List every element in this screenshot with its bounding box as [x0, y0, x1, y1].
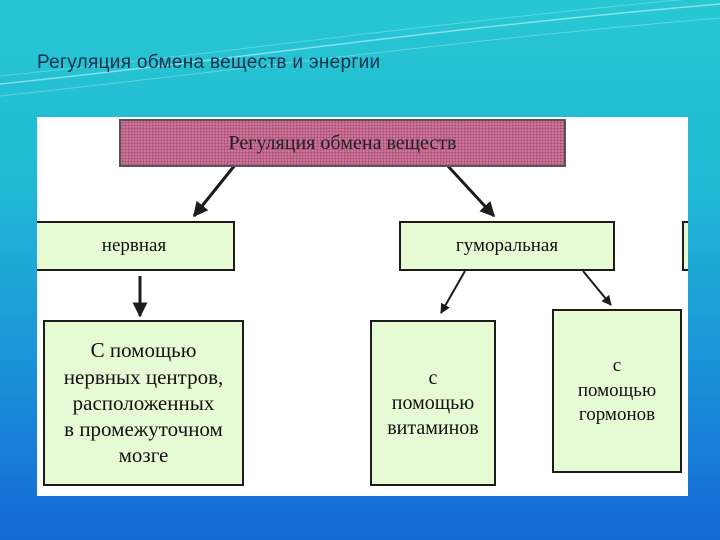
arrow-humoral-to-vitamins: [440, 270, 466, 314]
nervous-centers-box: С помощью нервных центров, расположенных…: [43, 320, 244, 486]
slide-title: Регуляция обмена веществ и энергии: [37, 52, 381, 73]
humoral-label: гуморальная: [455, 235, 559, 256]
humoral-box: гуморальная: [399, 221, 615, 271]
hormones-box: с помощью гормонов: [552, 309, 682, 473]
arrow-root-to-nervous: [192, 164, 237, 218]
vitamins-box: с помощью витаминов: [370, 320, 496, 486]
arrow-humoral-to-hormones: [582, 270, 612, 306]
root-label: Регуляция обмена веществ: [228, 131, 457, 154]
background-swoosh: [0, 0, 720, 97]
diagram-canvas: Регуляция обмена веществ нервная гуморал…: [37, 117, 688, 496]
nervous-centers-label: С помощью нервных центров, расположенных…: [63, 338, 224, 468]
hormones-label: с помощью гормонов: [577, 354, 657, 426]
nervous-box: нервная: [37, 221, 235, 271]
cropped-box-edge: [682, 221, 688, 271]
arrow-root-to-humoral: [445, 163, 496, 218]
nervous-label: нервная: [101, 235, 167, 256]
vitamins-label: с помощью витаминов: [387, 366, 479, 439]
root-box: Регуляция обмена веществ: [119, 119, 566, 167]
